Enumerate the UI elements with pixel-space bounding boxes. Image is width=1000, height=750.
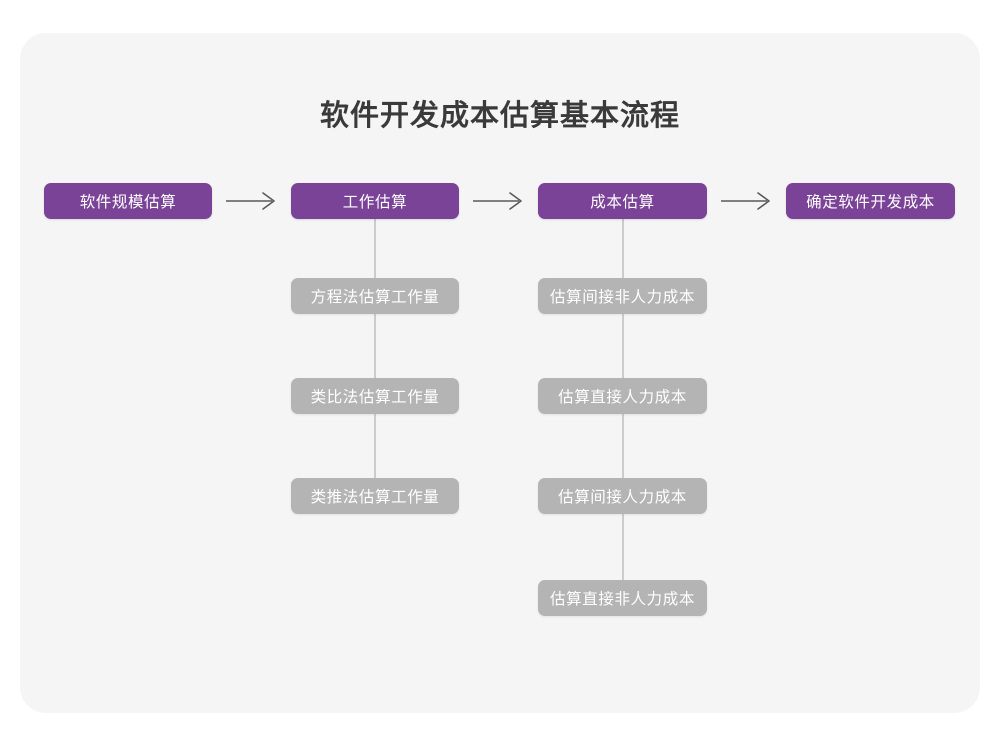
arrow-right-icon — [224, 189, 282, 213]
branch-item-equation-method-workload[interactable]: 方程法估算工作量 — [291, 278, 459, 314]
flow-step-work-estimation[interactable]: 工作估算 — [291, 183, 459, 219]
page-title: 软件开发成本估算基本流程 — [319, 100, 680, 132]
branch-item-direct-labor-cost[interactable]: 估算直接人力成本 — [538, 378, 707, 414]
flow-step-software-scale-estimation[interactable]: 软件规模估算 — [44, 183, 212, 219]
branch-item-analogy-method-workload[interactable]: 类比法估算工作量 — [291, 378, 459, 414]
flow-step-cost-estimation[interactable]: 成本估算 — [538, 183, 707, 219]
branch-item-direct-non-labor-cost[interactable]: 估算直接非人力成本 — [538, 580, 707, 616]
branch-item-indirect-non-labor-cost[interactable]: 估算间接非人力成本 — [538, 278, 707, 314]
content-card — [20, 33, 980, 713]
arrow-right-icon — [719, 189, 777, 213]
arrow-right-icon — [471, 189, 529, 213]
branch-item-indirect-labor-cost[interactable]: 估算间接人力成本 — [538, 478, 707, 514]
flow-step-determine-development-cost[interactable]: 确定软件开发成本 — [786, 183, 955, 219]
branch-item-analogue-method-workload[interactable]: 类推法估算工作量 — [291, 478, 459, 514]
